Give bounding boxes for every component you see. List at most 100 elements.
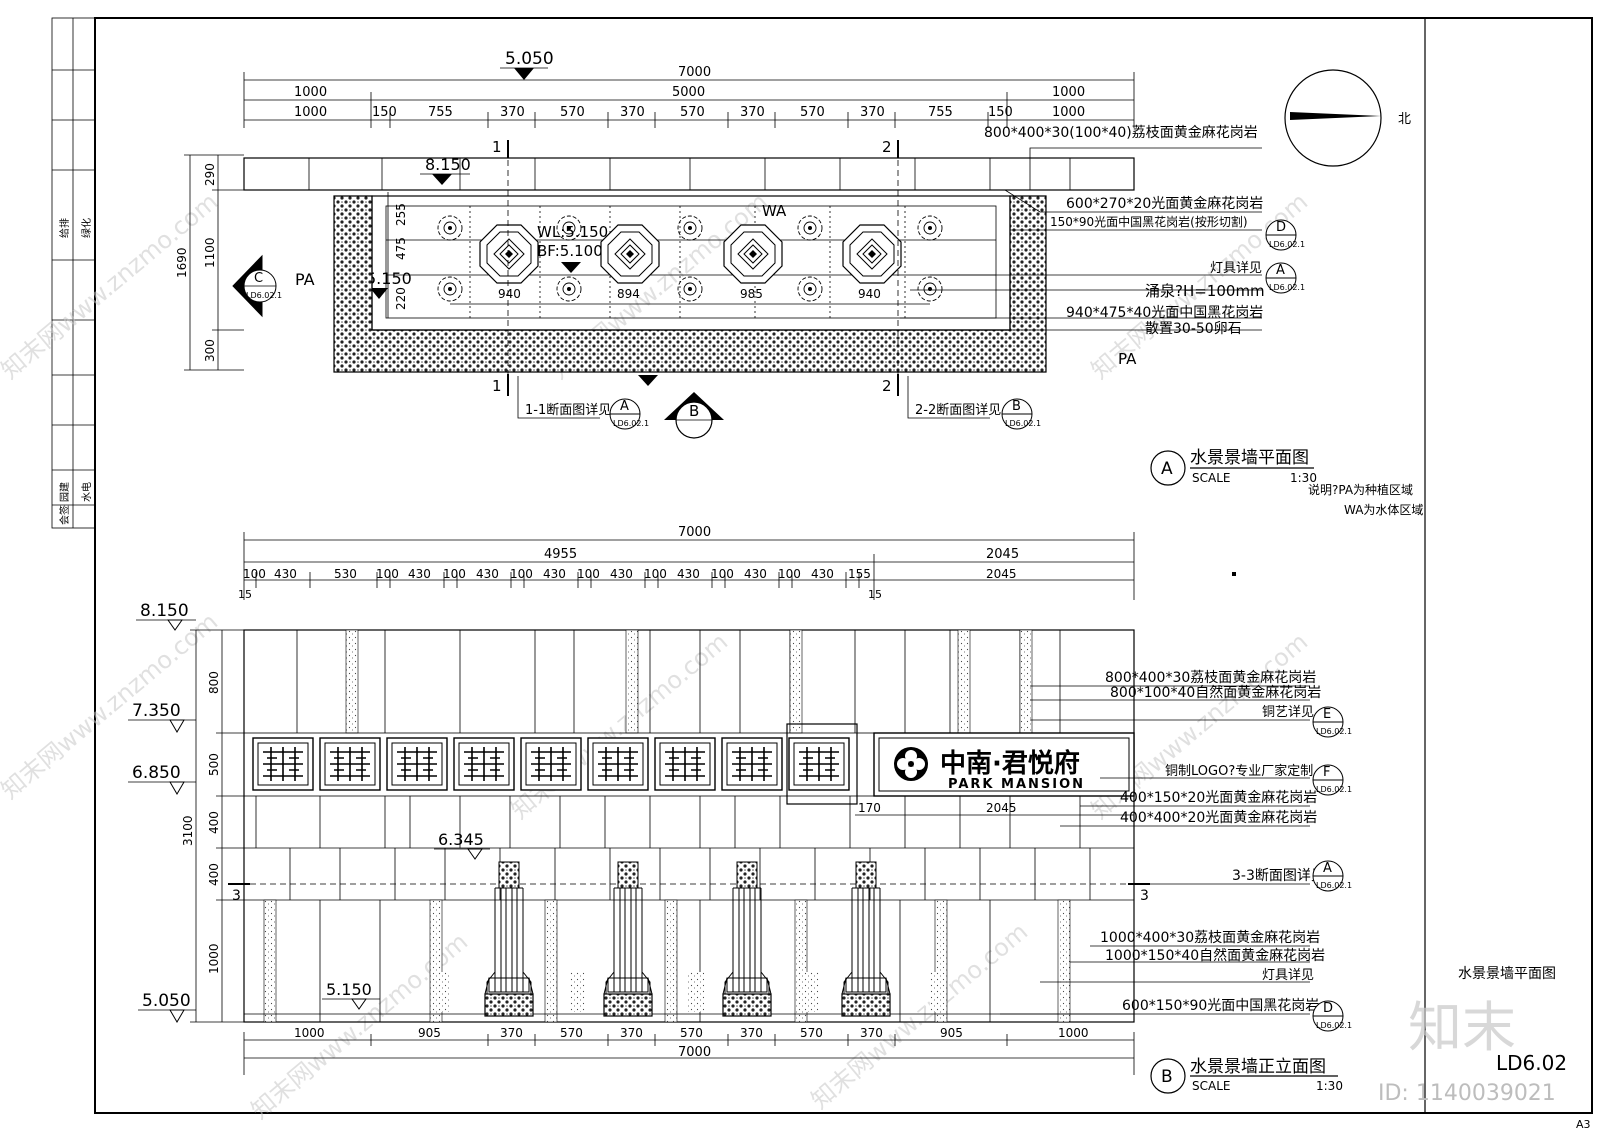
level-label: 5.050 (505, 49, 554, 69)
section-mark: 1 (492, 138, 502, 156)
scale-value: 1:30 (1290, 471, 1317, 485)
dim: 100 (243, 567, 266, 581)
level-label: 7.350 (132, 701, 181, 721)
dim: 100 (376, 567, 399, 581)
title-letter: B (1161, 1067, 1173, 1087)
dim: 400 (207, 863, 221, 886)
scale-label: SCALE (1192, 1079, 1230, 1093)
section-mark: 1 (492, 377, 502, 395)
ref-letter: A (1323, 861, 1332, 876)
sheet-title: 水景景墙平面图 (1458, 966, 1556, 982)
dim: 1000 (207, 943, 221, 974)
side-labels: 给排 绿化 园建 水电 会签 (58, 218, 93, 525)
dim: 100 (443, 567, 466, 581)
elev-bottom-dimensions: 1000 905 370 570 370 570 370 570 370 905… (243, 1026, 1135, 1075)
dim: 1000 (1052, 85, 1085, 100)
ref-sheet: LD6.02.1 (1005, 419, 1041, 428)
side-label: 给排 (58, 218, 71, 238)
pool-basin (371, 195, 1011, 331)
dim: 100 (577, 567, 600, 581)
fountain-octagon (479, 224, 539, 284)
dim: 430 (476, 567, 499, 581)
side-label: 园建 (58, 482, 71, 502)
annotation: 400*400*20光面黄金麻花岗岩 (1120, 809, 1317, 826)
plan-levels: 5.050 8.150 5.150 WL:5.150 BF:5.100 (366, 49, 658, 386)
annotation: 400*150*20光面黄金麻花岗岩 (1120, 789, 1317, 806)
dim: 370 (620, 105, 645, 120)
sheet-frame (51, 17, 1593, 1114)
ref-letter: B (1012, 399, 1021, 414)
spacing-dim: 894 (617, 287, 640, 301)
ref-sheet: LD6.02.1 (613, 419, 649, 428)
ref-letter: F (1323, 765, 1330, 780)
view-title: 水景景墙平面图 (1190, 448, 1309, 468)
dim: 1100 (203, 237, 217, 268)
ref-sheet: LD6.02.1 (1269, 240, 1305, 249)
side-label: 水电 (80, 482, 93, 502)
dim: 800 (207, 671, 221, 694)
dim: 400 (207, 811, 221, 834)
ref-letter: D (1276, 220, 1286, 235)
scale-value: 1:30 (1316, 1079, 1343, 1093)
dim: 370 (620, 1026, 643, 1040)
annotation: 150*90光面中国黑花岗岩(按形切割) (1050, 214, 1248, 229)
annotation: 涌泉?H=100mm (1145, 282, 1265, 300)
dim: 570 (800, 105, 825, 120)
side-label: 绿化 (80, 218, 93, 238)
dim: 1000 (1058, 1026, 1089, 1040)
spacing-dim: 940 (498, 287, 521, 301)
plan-annotations: 800*400*30(100*40)荔枝面黄金麻花岗岩 600*270*20光面… (900, 124, 1305, 337)
view-letter: C (254, 271, 263, 286)
dim: 430 (408, 567, 431, 581)
dim: 100 (711, 567, 734, 581)
dim: 370 (500, 105, 525, 120)
ref-letter: D (1323, 1001, 1333, 1016)
dim: 150 (372, 105, 397, 120)
dim: 150 (988, 105, 1013, 120)
paper-size: A3 (1576, 1118, 1591, 1131)
dim: 3100 (181, 815, 195, 846)
bf-label: BF:5.100 (537, 242, 603, 260)
dim: 7000 (678, 1045, 711, 1060)
elevation-view: 7000 4955 2045 100 430 530 100 430 100 4… (128, 525, 1352, 1094)
dim: 1000 (294, 105, 327, 120)
dim: 255 (394, 203, 408, 226)
level-label: 6.850 (132, 763, 181, 783)
spacing-dim: 940 (858, 287, 881, 301)
dim: 755 (928, 105, 953, 120)
annotation: 800*400*30(100*40)荔枝面黄金麻花岗岩 (984, 124, 1258, 141)
note: WA为水体区域 (1344, 503, 1423, 517)
dim: 170 (858, 801, 881, 815)
watermarks: 知末网www.znzmo.com 知末网www.znzmo.com 知末网www… (0, 188, 1313, 1125)
drawing-number: LD6.02 (1496, 1051, 1567, 1075)
wall-lower-band: 3 3 (228, 848, 1150, 904)
section-mark: 3 (232, 888, 241, 904)
dim: 2045 (986, 567, 1017, 581)
spacing-dim: 985 (740, 287, 763, 301)
dim: 570 (560, 1026, 583, 1040)
annotation: 600*150*90光面中国黑花岗岩 (1122, 998, 1319, 1014)
dim: 1000 (1052, 105, 1085, 120)
section-note: 1-1断面图详见 (525, 403, 611, 418)
elev-dimensions: 7000 4955 2045 100 430 530 100 430 100 4… (181, 525, 1135, 1023)
logo-flower-icon (894, 747, 928, 781)
fountain-octagon (842, 224, 902, 284)
ref-sheet: LD6.02.1 (246, 291, 282, 300)
wall-mid-band: 170 2045 (244, 796, 1134, 849)
dim: 475 (394, 237, 408, 260)
section-mark: 2 (882, 138, 892, 156)
level-label: 6.345 (438, 830, 484, 849)
level-label: 5.050 (142, 991, 191, 1011)
dim: 100 (644, 567, 667, 581)
dim: 4955 (544, 547, 577, 562)
elev-title-block: B 水景景墙正立面图 SCALE 1:30 (1150, 1057, 1343, 1094)
coping-slab (243, 157, 1135, 191)
wall-base (244, 899, 1134, 1023)
view-marker-c: C LD6.02.1 (232, 254, 282, 318)
title-letter: A (1161, 459, 1173, 479)
annotation: 散置30-50卵石 (1145, 321, 1242, 337)
pa-label: PA (295, 270, 315, 289)
annotation: 600*270*20光面黄金麻花岗岩 (1066, 195, 1263, 212)
dim: 370 (740, 105, 765, 120)
annotation: 铜制LOGO?专业厂家定制 (1165, 763, 1313, 779)
